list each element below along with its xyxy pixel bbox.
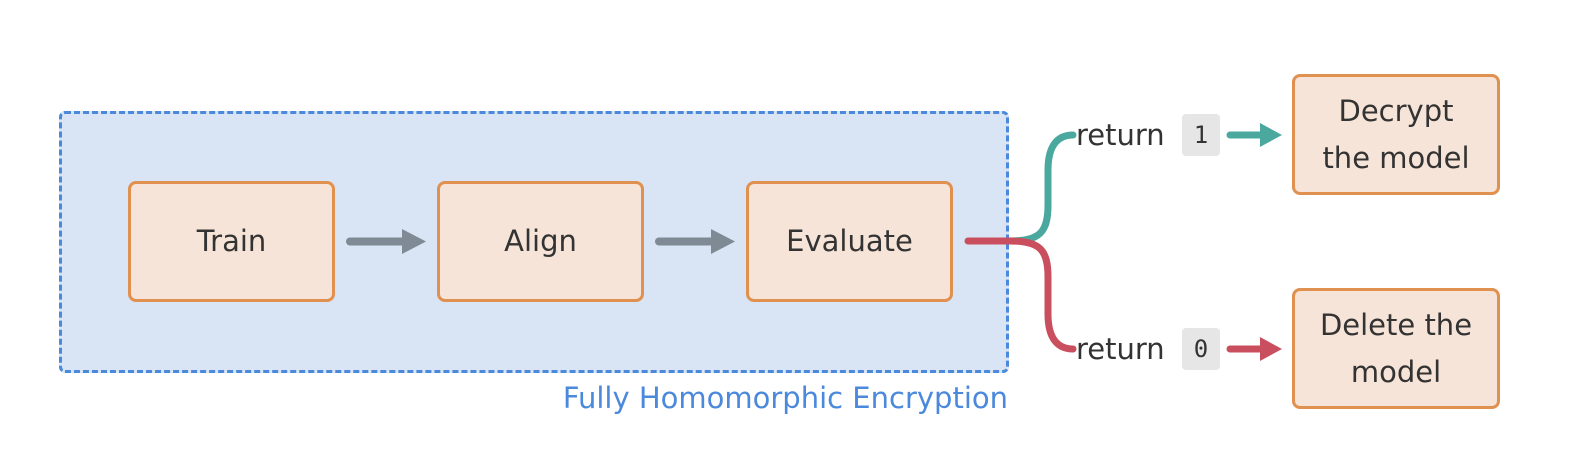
train-step-box: Train <box>128 181 335 302</box>
return-0-keyword: return <box>1076 332 1165 366</box>
align-step-box: Align <box>437 181 644 302</box>
decrypt-model-label: Decrypt the model <box>1322 93 1470 175</box>
failure-arrow <box>1226 337 1282 361</box>
success-branch-curve <box>1006 131 1077 245</box>
evaluate-step-box: Evaluate <box>746 181 953 302</box>
return-0-value: 0 <box>1182 328 1220 370</box>
train-to-align-arrow <box>346 229 426 254</box>
fhe-region-label: Fully Homomorphic Encryption <box>562 381 1008 415</box>
success-arrow <box>1226 123 1282 147</box>
decrypt-model-box: Decrypt the model <box>1292 74 1500 195</box>
return-0-label: return 0 <box>1076 327 1220 371</box>
return-1-label: return 1 <box>1076 113 1220 157</box>
train-step-label: Train <box>196 224 267 258</box>
evaluate-step-label: Evaluate <box>786 224 913 258</box>
align-step-label: Align <box>504 224 577 258</box>
failure-branch-curve <box>964 237 1077 353</box>
return-1-value: 1 <box>1182 114 1220 156</box>
delete-model-label: Delete the model <box>1319 307 1473 389</box>
align-to-evaluate-arrow <box>655 229 735 254</box>
delete-model-box: Delete the model <box>1292 288 1500 409</box>
return-1-keyword: return <box>1076 118 1165 152</box>
